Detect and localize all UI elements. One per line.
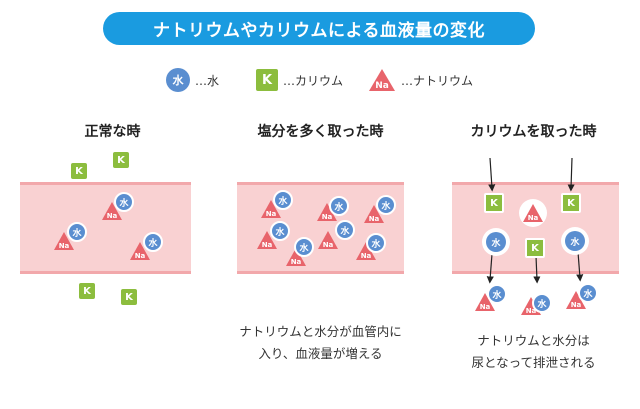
svg-text:Na: Na: [322, 213, 333, 221]
water-icon: 水: [565, 231, 585, 251]
legend: 水 …水 K …カリウム Na …ナトリウム: [0, 67, 640, 93]
water-icon: 水: [143, 232, 163, 252]
panel-heading-salt: 塩分を多く取った時: [257, 124, 384, 140]
water-icon: 水: [487, 284, 507, 304]
legend-sodium: Na …ナトリウム: [368, 67, 473, 93]
sodium-icon: Na: [257, 231, 277, 249]
svg-text:Na: Na: [526, 307, 537, 315]
legend-potassium-label: …カリウム: [283, 73, 344, 88]
sodium-icon: Na: [356, 242, 376, 260]
blood-vessel-normal: [20, 182, 191, 274]
water-icon: 水: [273, 190, 293, 210]
sodium-icon: Na: [523, 204, 543, 222]
caption-line: ナトリウムと水分が血管内に: [239, 324, 402, 339]
caption-line: ナトリウムと水分は: [477, 333, 590, 348]
svg-text:Na: Na: [266, 210, 277, 218]
panel-caption-salt: ナトリウムと水分が血管内に 入り、血液量が増える: [214, 321, 427, 365]
svg-text:Na: Na: [262, 241, 273, 249]
water-icon: 水: [67, 222, 87, 242]
water-icon: 水: [270, 221, 290, 241]
legend-sodium-label: …ナトリウム: [401, 73, 474, 88]
legend-potassium: K …カリウム: [256, 67, 343, 93]
blood-vessel-salt: [237, 182, 404, 274]
sodium-icon: Na: [102, 202, 122, 220]
potassium-icon: K: [561, 193, 581, 213]
svg-text:Na: Na: [571, 301, 582, 309]
water-icon: 水: [486, 232, 506, 252]
panel-heading-potassium: カリウムを取った時: [470, 124, 597, 140]
svg-text:Na: Na: [59, 242, 70, 250]
blood-vessel-potassium: [452, 182, 619, 274]
potassium-icon: K: [113, 152, 129, 168]
water-icon: 水: [532, 293, 552, 313]
sodium-icon: Na: [475, 293, 495, 311]
svg-text:Na: Na: [369, 215, 380, 223]
water-icon: 水: [366, 233, 386, 253]
water-icon: 水: [294, 237, 314, 257]
panel-heading-normal: 正常な時: [84, 124, 141, 140]
page-title: ナトリウムやカリウムによる血液量の変化: [103, 12, 535, 45]
potassium-icon: K: [525, 238, 545, 258]
legend-water-label: …水: [195, 73, 220, 88]
sodium-icon: Na: [364, 205, 384, 223]
arrows: [486, 157, 584, 284]
potassium-icon: K: [256, 69, 278, 91]
potassium-icon: K: [121, 289, 137, 305]
sodium-icon: Na: [54, 232, 74, 250]
sodium-icon: Na: [368, 68, 396, 92]
svg-text:Na: Na: [528, 214, 539, 222]
potassium-icon: K: [484, 193, 504, 213]
svg-text:Na: Na: [375, 81, 389, 91]
sodium-icon: Na: [261, 200, 281, 218]
panel-caption-potassium: ナトリウムと水分は 尿となって排泄される: [427, 330, 640, 374]
svg-text:Na: Na: [291, 258, 302, 266]
potassium-icon: K: [71, 163, 87, 179]
sodium-icon: Na: [318, 231, 338, 249]
caption-line: 入り、血液量が増える: [258, 346, 383, 361]
water-icon: 水: [376, 195, 396, 215]
svg-text:Na: Na: [135, 252, 146, 260]
sodium-icon: Na: [286, 248, 306, 266]
water-icon: 水: [166, 68, 190, 92]
potassium-icon: K: [79, 283, 95, 299]
water-icon: 水: [114, 192, 134, 212]
water-icon: 水: [335, 220, 355, 240]
svg-text:Na: Na: [323, 241, 334, 249]
water-icon: 水: [329, 196, 349, 216]
svg-text:Na: Na: [361, 252, 372, 260]
sodium-icon: Na: [130, 242, 150, 260]
sodium-icon: Na: [317, 203, 337, 221]
svg-text:Na: Na: [480, 303, 491, 311]
water-icon: 水: [578, 283, 598, 303]
legend-water: 水 …水: [166, 67, 219, 93]
caption-line: 尿となって排泄される: [471, 355, 596, 370]
sodium-icon: Na: [566, 291, 586, 309]
svg-text:Na: Na: [107, 212, 118, 220]
